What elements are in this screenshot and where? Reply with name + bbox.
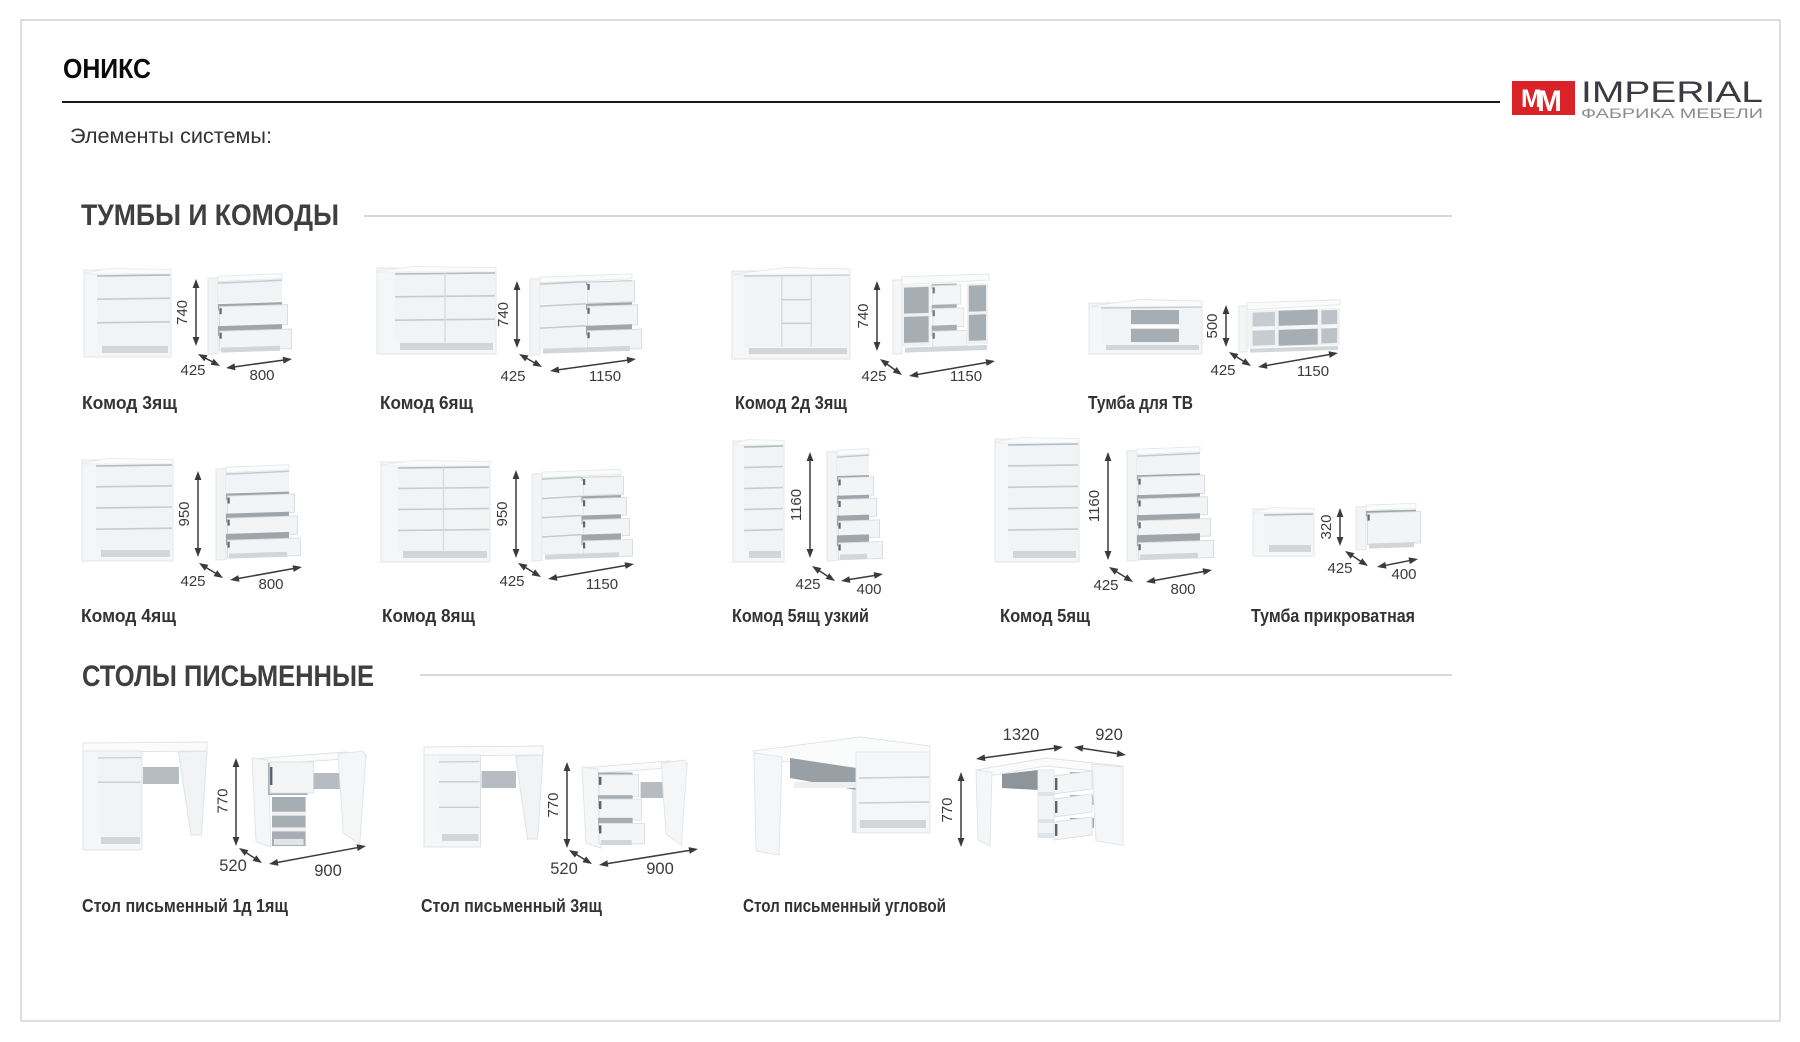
svg-text:ФАБРИКА МЕБЕЛИ: ФАБРИКА МЕБЕЛИ <box>1581 105 1763 121</box>
svg-text:Тумба прикроватная: Тумба прикроватная <box>1251 606 1415 626</box>
svg-text:1150: 1150 <box>586 576 618 593</box>
svg-text:425: 425 <box>861 368 886 385</box>
svg-text:1160: 1160 <box>1086 490 1103 522</box>
svg-text:Стол письменный 3ящ: Стол письменный 3ящ <box>421 896 603 916</box>
svg-text:M: M <box>1537 85 1562 118</box>
svg-text:425: 425 <box>795 576 820 593</box>
svg-text:Элементы системы:: Элементы системы: <box>70 124 272 148</box>
svg-text:Стол письменный угловой: Стол письменный угловой <box>743 896 946 916</box>
svg-text:770: 770 <box>939 797 956 822</box>
svg-text:Комод 5ящ узкий: Комод 5ящ узкий <box>732 606 869 626</box>
svg-text:770: 770 <box>545 792 562 817</box>
svg-text:740: 740 <box>174 300 191 325</box>
svg-text:Комод 5ящ: Комод 5ящ <box>1000 606 1091 626</box>
svg-text:320: 320 <box>1318 514 1335 539</box>
svg-text:900: 900 <box>314 862 342 880</box>
svg-text:ТУМБЫ И КОМОДЫ: ТУМБЫ И КОМОДЫ <box>81 199 339 232</box>
svg-text:Комод 4ящ: Комод 4ящ <box>81 606 177 626</box>
svg-text:770: 770 <box>215 788 232 813</box>
svg-text:Комод 2д 3ящ: Комод 2д 3ящ <box>735 393 848 413</box>
svg-text:M: M <box>1521 85 1542 113</box>
svg-text:400: 400 <box>1391 566 1416 583</box>
svg-text:IMPERIAL: IMPERIAL <box>1581 76 1763 109</box>
svg-text:1160: 1160 <box>788 489 805 521</box>
svg-text:1150: 1150 <box>589 368 621 385</box>
svg-text:425: 425 <box>180 573 205 590</box>
svg-text:1150: 1150 <box>950 368 982 385</box>
svg-text:1320: 1320 <box>1003 726 1040 744</box>
svg-text:1150: 1150 <box>1297 363 1329 380</box>
svg-text:Стол письменный 1д 1ящ: Стол письменный 1д 1ящ <box>82 896 289 916</box>
svg-text:920: 920 <box>1095 726 1123 744</box>
svg-text:740: 740 <box>855 303 872 328</box>
svg-text:СТОЛЫ ПИСЬМЕННЫЕ: СТОЛЫ ПИСЬМЕННЫЕ <box>82 660 374 693</box>
svg-text:425: 425 <box>180 362 205 379</box>
svg-text:425: 425 <box>1210 362 1235 379</box>
svg-text:950: 950 <box>494 501 511 526</box>
svg-text:425: 425 <box>1093 577 1118 594</box>
svg-text:900: 900 <box>646 860 674 878</box>
svg-text:Комод 6ящ: Комод 6ящ <box>380 393 474 413</box>
svg-text:400: 400 <box>856 581 881 598</box>
svg-text:500: 500 <box>1204 313 1221 338</box>
svg-text:800: 800 <box>1170 581 1195 598</box>
svg-text:520: 520 <box>219 857 247 875</box>
svg-text:425: 425 <box>500 368 525 385</box>
svg-text:950: 950 <box>176 501 193 526</box>
svg-text:425: 425 <box>1327 560 1352 577</box>
svg-text:425: 425 <box>499 573 524 590</box>
svg-text:ОНИКС: ОНИКС <box>63 53 151 84</box>
svg-text:Комод 8ящ: Комод 8ящ <box>382 606 476 626</box>
svg-text:Тумба для ТВ: Тумба для ТВ <box>1088 393 1193 413</box>
svg-text:740: 740 <box>495 302 512 327</box>
svg-text:Комод 3ящ: Комод 3ящ <box>82 393 178 413</box>
svg-text:800: 800 <box>249 367 274 384</box>
svg-text:520: 520 <box>550 860 578 878</box>
svg-text:800: 800 <box>258 576 283 593</box>
